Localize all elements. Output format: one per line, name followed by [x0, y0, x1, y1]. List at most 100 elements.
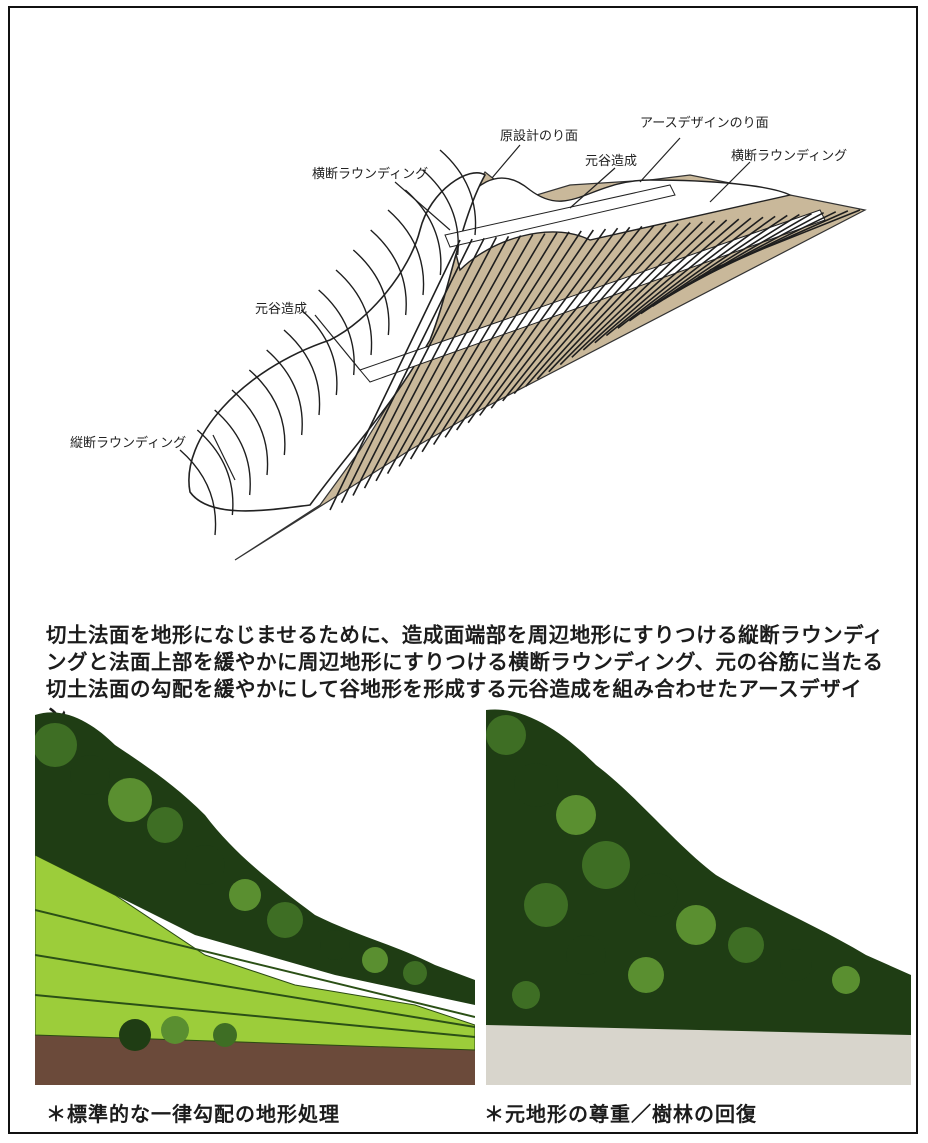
hatch-line	[363, 236, 498, 489]
tree-blob	[320, 930, 350, 960]
page-frame	[8, 6, 918, 1134]
callout-longitudinal-rounding: 縦断ラウンディング	[70, 436, 187, 451]
hatch-line	[340, 238, 473, 504]
hatch-arc	[179, 449, 217, 536]
slope-hatching	[329, 209, 861, 511]
hatch-line	[479, 227, 619, 416]
hatch-line	[352, 237, 485, 496]
callout-earth-design-slope: アースデザインのり面	[640, 116, 769, 131]
hatch-line	[605, 217, 752, 337]
tree-blob	[70, 755, 110, 795]
hatch-line	[640, 214, 788, 315]
hatch-line	[409, 233, 546, 460]
hatch-line	[432, 231, 570, 445]
hatch-line	[536, 223, 679, 380]
hatch-line	[686, 211, 837, 286]
callout-line-earth-design	[639, 137, 681, 183]
callout-line-valley-top	[569, 167, 616, 209]
hatch-arc	[318, 289, 355, 376]
tree-blob	[524, 883, 568, 927]
tree-blob	[486, 715, 526, 755]
hatch-line	[582, 219, 728, 351]
hatch-line	[386, 235, 522, 475]
hatch-arc	[248, 369, 286, 456]
hatch-line	[628, 215, 776, 322]
tree-blob	[213, 1023, 237, 1047]
tree-blob	[362, 947, 388, 973]
hatch-line	[525, 224, 667, 387]
hatch-line	[548, 222, 691, 373]
tree-clusters	[486, 715, 860, 1009]
hatch-line	[617, 216, 764, 329]
callout-cross-rounding-left: 横断ラウンディング	[312, 167, 429, 182]
tree-blob	[566, 935, 606, 975]
hatch-arc	[370, 229, 407, 316]
tree-blob	[161, 1016, 189, 1044]
terrace-line	[35, 994, 475, 1038]
uniform-slope-illustration	[35, 712, 475, 1085]
hatch-arc	[422, 169, 459, 256]
earth-design-diagram	[179, 137, 867, 561]
hatch-line	[559, 221, 703, 366]
hatch-line	[709, 209, 861, 271]
callout-line-design-slope	[491, 144, 521, 179]
callout-cross-rounding-right: 横断ラウンディング	[731, 149, 848, 164]
hatch-arc	[439, 149, 477, 236]
tree-blob	[556, 795, 596, 835]
hatch-line	[571, 220, 716, 358]
tree-blob	[628, 957, 664, 993]
tree-blob	[582, 841, 630, 889]
callout-line-cross-right	[709, 161, 751, 203]
tree-blob	[267, 902, 303, 938]
tree-blob	[676, 905, 716, 945]
left-illustration-label: ＊標準的な一律勾配の地形処理	[46, 1102, 340, 1126]
tree-blob	[634, 873, 678, 917]
valley-strip-top	[444, 184, 676, 248]
tree-blob	[728, 927, 764, 963]
tree-blob	[119, 1019, 151, 1051]
hatch-arc	[231, 389, 269, 476]
cross-rounding-band	[449, 177, 793, 272]
hatch-line	[398, 234, 534, 467]
hatch-arc	[352, 249, 390, 336]
hatch-line	[444, 230, 582, 438]
hatch-arc	[387, 209, 425, 296]
callout-valley-top: 元谷造成	[585, 154, 638, 169]
hatch-line	[456, 229, 594, 431]
hatch-line	[513, 224, 655, 395]
hatch-line	[329, 239, 461, 511]
hatch-arc	[214, 409, 251, 496]
tree-blob	[229, 879, 261, 911]
hatch-arc	[335, 269, 373, 356]
callout-line-cross-left	[394, 181, 451, 231]
tree-blob	[832, 966, 860, 994]
tree-blob	[780, 949, 812, 981]
tree-blob	[403, 961, 427, 985]
callout-design-slope: 原設計のり面	[500, 129, 579, 144]
callout-valley-mid: 元谷造成	[255, 302, 308, 317]
tree-blob	[514, 763, 558, 807]
hatch-line	[421, 232, 558, 453]
terrace-line	[35, 954, 475, 1028]
hatch-arc	[300, 309, 338, 396]
right-illustration-label: ＊元地形の尊重／樹林の回復	[484, 1102, 757, 1126]
tree-blob	[185, 845, 225, 885]
hatch-arc	[266, 349, 303, 436]
tree-blob	[512, 981, 540, 1009]
hatch-line	[467, 228, 607, 424]
bulb-hatching	[179, 149, 477, 536]
hatch-line	[490, 226, 631, 409]
diagram-caption: 切土法面を地形になじませるために、造成面端部を周辺地形にすりつける縦断ラウンディ…	[46, 623, 884, 728]
hatch-line	[502, 225, 643, 402]
hatch-line	[594, 218, 740, 344]
tree-clusters	[35, 723, 427, 1051]
tree-blob	[35, 723, 77, 767]
restored-forest-illustration	[486, 709, 911, 1085]
callout-line-valley-mid	[314, 314, 361, 371]
hatch-arc	[196, 429, 234, 516]
tree-blob	[147, 807, 183, 843]
callout-line-long-round	[212, 434, 236, 481]
hatch-arc	[283, 329, 321, 416]
terrace-line	[35, 909, 475, 1018]
hatch-line	[375, 235, 510, 482]
